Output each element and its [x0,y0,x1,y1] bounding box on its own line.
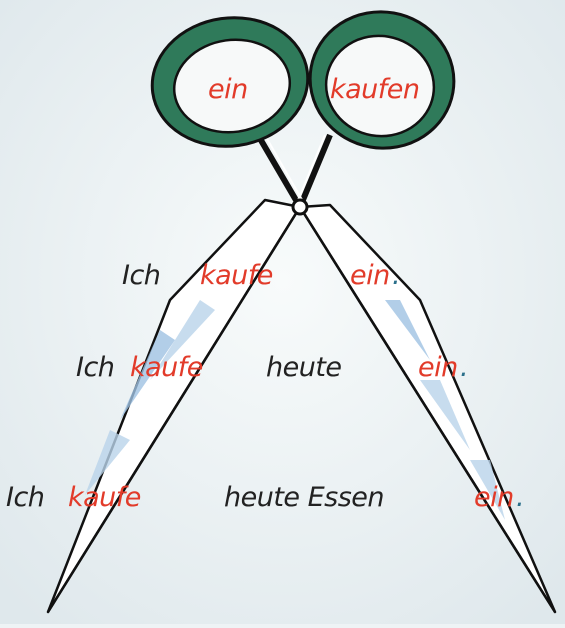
sentence-3-punct: . [516,482,525,513]
sentence-3-subject: Ich [6,482,45,513]
sentence-2-punct: . [460,352,469,383]
sentence-2-prefix: ein [418,352,458,383]
right-handle-word: kaufen [330,74,420,105]
sentence-3-prefix: ein [474,482,514,513]
right-handle [308,10,456,150]
left-blade [46,198,302,614]
sentence-2-verb: kaufe [130,352,203,383]
sentence-1-punct: . [392,260,401,291]
sentence-1-prefix: ein [350,260,390,291]
sentence-1-subject: Ich [122,260,161,291]
right-blade [298,203,557,614]
shanks [252,128,333,209]
left-handle [150,16,310,148]
pivot-screw [291,198,309,216]
sentence-1-verb: kaufe [200,260,273,291]
sentence-2-middle: heute [266,352,342,383]
sentence-2-subject: Ich [76,352,115,383]
sentence-3-middle: heute Essen [224,482,385,513]
sentence-3-verb: kaufe [68,482,141,513]
left-handle-word: ein [208,74,248,105]
